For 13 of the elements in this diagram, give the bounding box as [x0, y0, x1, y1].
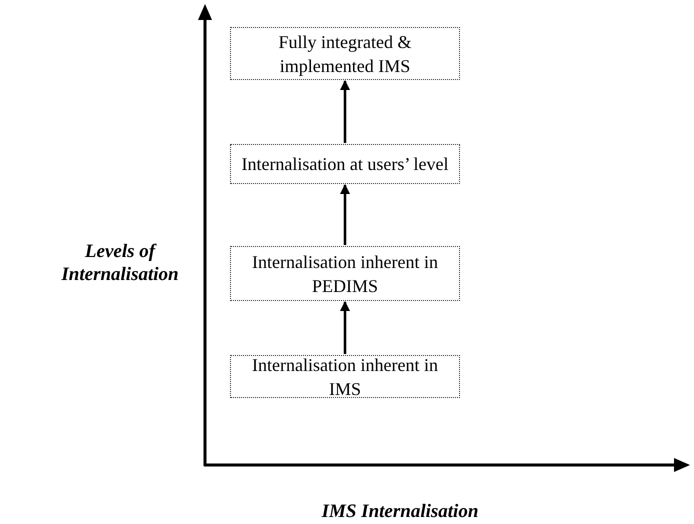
process-box: [230, 355, 460, 398]
process-box: [230, 144, 460, 184]
arrow: [340, 184, 350, 245]
box-text: Internalisation inherent in PEDIMS: [251, 250, 439, 298]
box-text: Fully integrated & implemented IMS: [278, 30, 412, 78]
process-box: [230, 27, 460, 80]
box-text: Internalisation inherent in IMS: [251, 354, 439, 400]
axis-label: IMS Internalisation: [320, 500, 480, 523]
box-text: Internalisation at users’ level: [241, 153, 449, 176]
arrow: [340, 301, 350, 354]
arrow: [340, 80, 350, 143]
process-box: [230, 246, 460, 301]
axis-label: Levels of Internalisation: [60, 240, 180, 286]
